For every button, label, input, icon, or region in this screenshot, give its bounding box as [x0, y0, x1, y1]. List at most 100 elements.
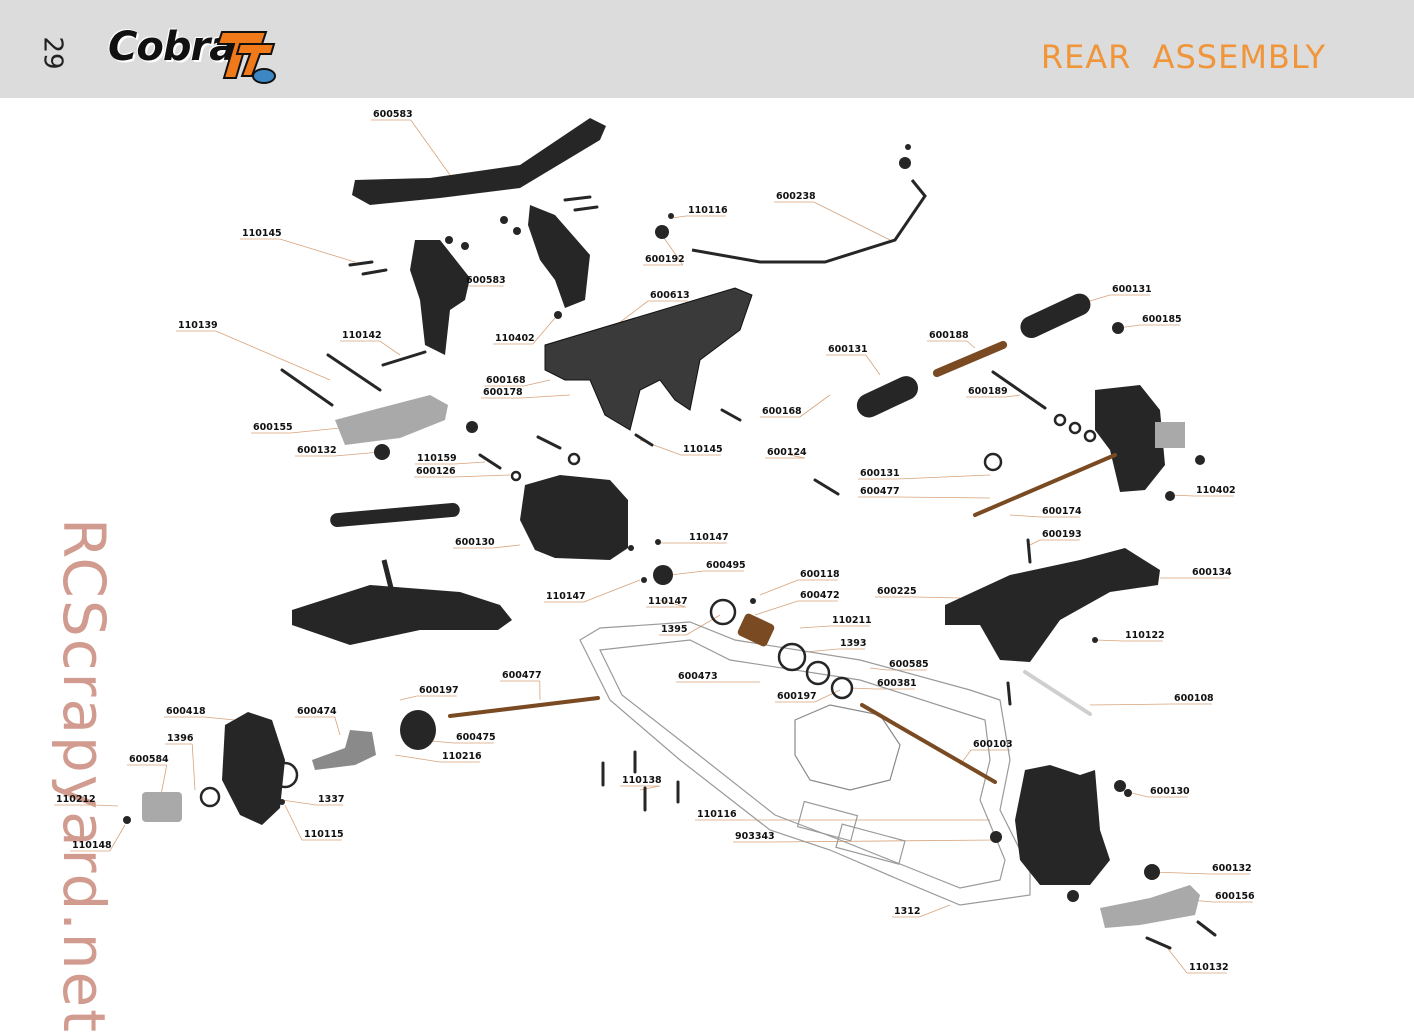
part-label-110212: 110212	[56, 794, 96, 805]
part-label-110216: 110216	[442, 751, 482, 762]
body-post-right	[528, 205, 590, 308]
part-label-600583: 600583	[466, 275, 506, 286]
leader-line	[204, 717, 235, 720]
part-label-600473: 600473	[678, 671, 718, 682]
part-label-110116: 110116	[688, 205, 728, 216]
leader-line	[755, 601, 798, 615]
part-label-110142: 110142	[342, 330, 382, 341]
part-label-1395: 1395	[661, 624, 687, 635]
part-label-600477: 600477	[502, 670, 542, 681]
gte-logo-mark	[216, 26, 278, 86]
leader-line	[110, 825, 125, 851]
part-label-903343: 903343	[735, 831, 775, 842]
leader-line	[400, 696, 417, 700]
part-label-1393: 1393	[840, 638, 866, 649]
part-label-600381: 600381	[877, 678, 917, 689]
part-label-110211: 110211	[832, 615, 872, 626]
leader-line	[335, 717, 340, 735]
leader-line	[800, 395, 830, 417]
part-label-600197: 600197	[777, 691, 817, 702]
rear-suspension-mount	[335, 395, 448, 445]
leader-line	[192, 744, 195, 790]
part-label-600132: 600132	[297, 445, 337, 456]
leader-line	[216, 331, 330, 380]
part-label-600174: 600174	[1042, 506, 1082, 517]
cobra-gte-logo: Cobra	[104, 22, 279, 88]
leader-line	[1010, 515, 1040, 517]
right-lower-arm	[945, 548, 1160, 662]
leader-line	[670, 571, 704, 575]
part-label-600168: 600168	[762, 406, 802, 417]
part-label-600472: 600472	[800, 590, 840, 601]
part-label-110132: 110132	[1189, 962, 1229, 973]
part-label-600585: 600585	[889, 659, 929, 670]
leader-line	[915, 597, 960, 598]
leader-line	[1006, 395, 1020, 397]
part-label-110147: 110147	[648, 596, 688, 607]
part-label-110138: 110138	[622, 775, 662, 786]
left-lower-arm	[292, 560, 512, 645]
leader-line	[898, 475, 990, 479]
leader-line	[335, 452, 380, 456]
leader-line	[291, 428, 340, 433]
gearbox-left	[520, 475, 628, 560]
leader-line	[94, 805, 118, 806]
page-number: 29	[38, 36, 68, 69]
leader-line	[672, 216, 686, 218]
leader-line	[584, 580, 640, 602]
page-title: REAR ASSEMBLY	[1041, 38, 1326, 76]
leader-line	[395, 755, 440, 762]
part-label-1312: 1312	[894, 906, 920, 917]
part-label-600185: 600185	[1142, 314, 1182, 325]
part-label-600118: 600118	[800, 569, 840, 580]
leader-line	[800, 626, 830, 628]
leader-line	[1152, 872, 1210, 874]
leader-line	[1090, 704, 1172, 705]
part-label-600613: 600613	[650, 290, 690, 301]
part-label-110147: 110147	[546, 591, 586, 602]
part-label-600131: 600131	[1112, 284, 1152, 295]
leader-line	[455, 462, 485, 464]
part-label-600238: 600238	[776, 191, 816, 202]
left-camber-link	[330, 502, 461, 527]
part-label-110145: 110145	[683, 444, 723, 455]
part-label-600475: 600475	[456, 732, 496, 743]
part-label-600197: 600197	[419, 685, 459, 696]
leader-line	[1030, 540, 1040, 545]
leader-line	[493, 545, 520, 548]
part-label-110145: 110145	[242, 228, 282, 239]
part-label-600188: 600188	[929, 330, 969, 341]
part-label-600124: 600124	[767, 447, 807, 458]
part-label-600156: 600156	[1215, 891, 1255, 902]
leader-line	[870, 668, 887, 670]
part-label-600189: 600189	[968, 386, 1008, 397]
exploded-assembly-diagram: 6005831101456005831101166002386001921101…	[0, 98, 1414, 1000]
part-label-600474: 600474	[297, 706, 337, 717]
leader-line	[760, 580, 798, 595]
leader-line	[850, 688, 875, 689]
part-label-600131: 600131	[828, 344, 868, 355]
leader-line	[919, 905, 950, 917]
part-label-600584: 600584	[129, 754, 169, 765]
part-label-1396: 1396	[167, 733, 194, 744]
leader-line	[866, 355, 880, 375]
part-label-600192: 600192	[645, 254, 685, 265]
drive-cup	[400, 710, 436, 750]
right-camber-link	[853, 290, 1094, 421]
part-label-600132: 600132	[1212, 863, 1252, 874]
part-label-110402: 110402	[495, 333, 535, 344]
leader-line	[282, 800, 316, 805]
part-label-600178: 600178	[483, 387, 523, 398]
part-label-600193: 600193	[1042, 529, 1082, 540]
part-label-110116: 110116	[697, 809, 737, 820]
part-label-600108: 600108	[1174, 693, 1214, 704]
leader-line	[1165, 945, 1187, 973]
page-header: 29 Cobra REAR ASSEMBLY	[0, 0, 1414, 98]
leader-line	[814, 202, 890, 240]
leader-line	[411, 120, 450, 175]
leader-line	[640, 786, 660, 790]
leader-line	[524, 380, 550, 386]
hinge-pin	[1025, 672, 1090, 714]
part-label-600130: 600130	[1150, 786, 1190, 797]
wheel-hex	[142, 792, 182, 822]
